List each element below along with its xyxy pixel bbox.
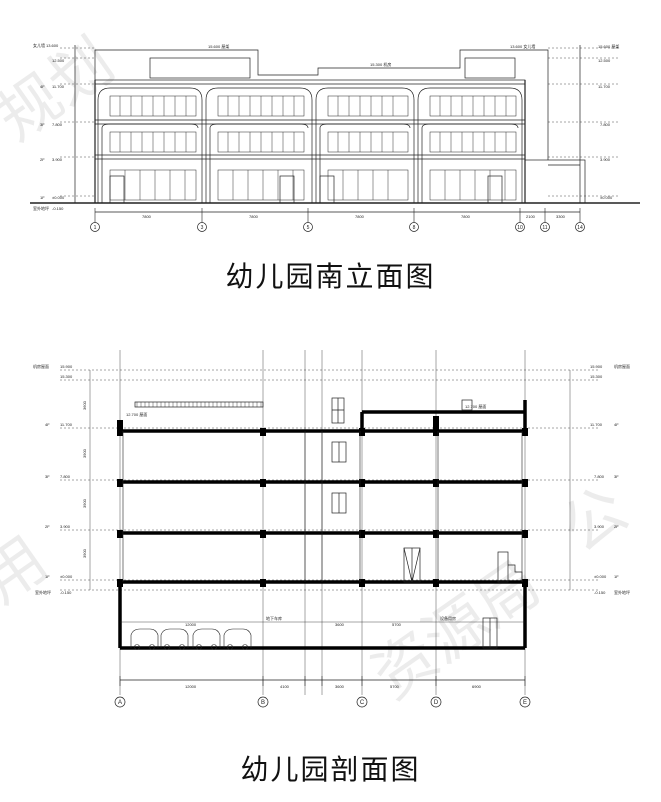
dimension-value: 12000 bbox=[185, 622, 197, 627]
level-label: 11.700 bbox=[590, 422, 603, 427]
axis-label: C bbox=[360, 700, 365, 706]
axis-label: D bbox=[434, 700, 439, 706]
dimension-value: 5700 bbox=[392, 622, 402, 627]
level-label: 13.600 bbox=[46, 43, 59, 48]
dimension-value: 12000 bbox=[185, 684, 197, 689]
top-note: 13.600 女儿墙 bbox=[510, 43, 535, 49]
inner-note: 12.700 屋面 bbox=[126, 411, 147, 417]
section-caption: 幼儿园剖面图 bbox=[240, 753, 421, 786]
axis-label: 1 bbox=[94, 225, 97, 231]
axis-label: 14 bbox=[577, 225, 583, 231]
level-mark: 室外地坪 bbox=[33, 205, 49, 211]
elevation-windows bbox=[109, 95, 517, 201]
dimension-value: 3600 bbox=[335, 684, 345, 689]
level-mark: 2F bbox=[40, 157, 45, 162]
dimension-value: 7800 bbox=[142, 214, 152, 219]
level-mark: 1F bbox=[40, 195, 45, 200]
level-mark: 3F bbox=[40, 122, 45, 127]
level-label: 12.500 bbox=[598, 58, 611, 63]
level-label: ±0.000 bbox=[60, 574, 73, 579]
level-label: 15.900 bbox=[590, 364, 603, 369]
level-label: 7.800 bbox=[60, 474, 71, 479]
elevation-doors bbox=[109, 175, 503, 204]
level-mark: 3F bbox=[614, 474, 619, 479]
level-mark: 4F bbox=[45, 422, 50, 427]
level-label: 12.500 bbox=[52, 58, 65, 63]
elevation-bays bbox=[97, 87, 523, 203]
level-label: 7.800 bbox=[52, 122, 63, 127]
level-label: 3.900 bbox=[594, 524, 605, 529]
level-label: 7.800 bbox=[600, 122, 611, 127]
axis-label: A bbox=[118, 700, 122, 706]
level-mark: 1F bbox=[614, 574, 619, 579]
south-elevation-drawing: 13.600 女儿墙 12.500 11.700 4F 7.800 3F 3.9… bbox=[30, 42, 640, 232]
level-label: 7.800 bbox=[594, 474, 605, 479]
dimension-value: 2100 bbox=[526, 214, 536, 219]
level-label: 3.900 bbox=[52, 157, 63, 162]
height-dim: 3900 bbox=[82, 448, 87, 458]
level-mark: 女儿墙 bbox=[33, 42, 45, 48]
level-mark: 1F bbox=[45, 574, 50, 579]
elevation-caption: 幼儿园南立面图 bbox=[225, 260, 436, 293]
inner-note: 12.700 屋面 bbox=[465, 403, 486, 409]
level-mark: 4F bbox=[40, 84, 45, 89]
dimension-value: 7800 bbox=[355, 214, 365, 219]
level-label: 11.700 bbox=[52, 84, 65, 89]
dimension-value: 3600 bbox=[335, 622, 345, 627]
axis-label: E bbox=[523, 700, 527, 706]
level-label: ±0.000 bbox=[600, 195, 613, 200]
level-label: 15.900 bbox=[60, 364, 73, 369]
level-label: 15.300 bbox=[590, 374, 603, 379]
level-label: 11.700 bbox=[60, 422, 73, 427]
axis-label: 11 bbox=[542, 225, 547, 231]
level-label: -0.150 bbox=[594, 590, 606, 595]
level-mark: 4F bbox=[614, 422, 619, 427]
axis-label: B bbox=[261, 700, 265, 706]
axis-label: 10 bbox=[517, 225, 523, 231]
height-dim: 3900 bbox=[82, 548, 87, 558]
dimension-value: 7800 bbox=[249, 214, 259, 219]
level-label: ±0.000 bbox=[52, 195, 65, 200]
top-note: 15.600 屋架 bbox=[208, 43, 229, 49]
level-label: 15.300 bbox=[60, 374, 73, 379]
dimension-value: 4100 bbox=[280, 684, 290, 689]
height-dim: 3600 bbox=[82, 400, 87, 410]
level-label: -0.150 bbox=[52, 206, 64, 211]
level-mark: 2F bbox=[45, 524, 50, 529]
dimension-value: 3300 bbox=[556, 214, 566, 219]
section-drawing: 15.900 机房屋面 15.300 11.700 4F 7.800 3F 3.… bbox=[33, 350, 630, 708]
level-label: 3.900 bbox=[600, 157, 611, 162]
dimension-value: 6900 bbox=[472, 684, 482, 689]
axis-label: 8 bbox=[413, 225, 416, 231]
top-note: 15.600 屋架 bbox=[598, 43, 619, 49]
inner-note: 地下车库 bbox=[266, 615, 282, 621]
top-note: 15.300 机房 bbox=[370, 61, 391, 67]
level-mark: 室外地坪 bbox=[35, 589, 51, 595]
height-dim: 3900 bbox=[82, 498, 87, 508]
level-mark: 机房屋面 bbox=[614, 363, 630, 369]
level-label: ±0.000 bbox=[594, 574, 607, 579]
level-label: 11.700 bbox=[598, 84, 611, 89]
axis-label: 5 bbox=[307, 225, 310, 231]
dimension-value: 7800 bbox=[461, 214, 471, 219]
dimension-value: 5700 bbox=[390, 684, 400, 689]
axis-label: 3 bbox=[201, 225, 204, 231]
level-label: -0.150 bbox=[60, 590, 72, 595]
level-label: 3.900 bbox=[60, 524, 71, 529]
level-mark: 机房屋面 bbox=[33, 363, 49, 369]
level-mark: 室外地坪 bbox=[614, 589, 630, 595]
parking-cars bbox=[130, 628, 252, 650]
level-mark: 2F bbox=[614, 524, 619, 529]
level-mark: 3F bbox=[45, 474, 50, 479]
inner-note: 设备用房 bbox=[440, 615, 456, 621]
